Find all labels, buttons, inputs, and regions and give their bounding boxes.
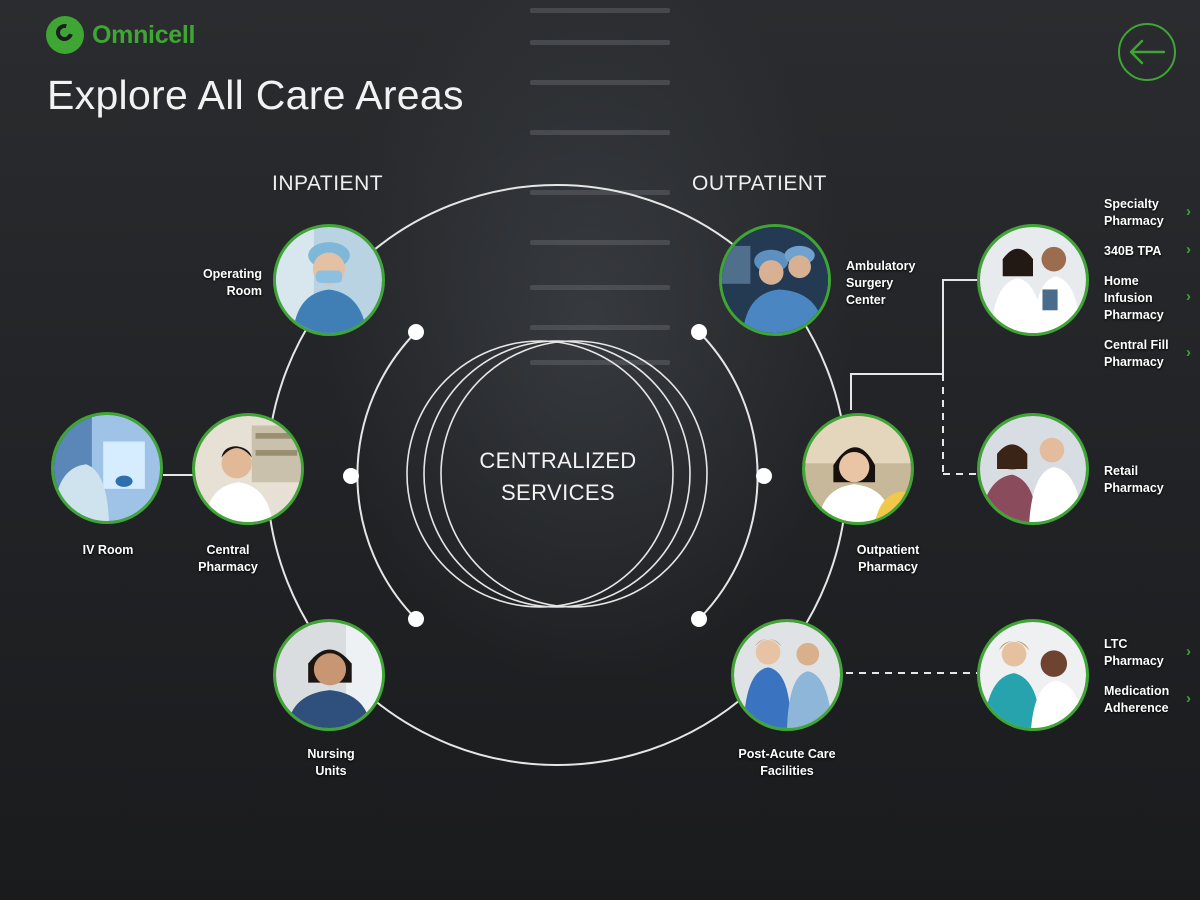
ltc-pharmacy-node[interactable] [977, 619, 1089, 731]
outpatient-pharmacy-node[interactable] [802, 413, 914, 525]
inpatient-heading: INPATIENT [272, 172, 384, 195]
chevron-right-icon: › [1186, 288, 1191, 305]
omnicell-logo: Omnicell [46, 16, 196, 54]
central-pharmacy-node[interactable] [192, 413, 304, 525]
ambulatory-surgery-label: Ambulatory Surgery Center [846, 259, 916, 307]
outpatient-pharmacist-photo [805, 416, 911, 522]
ambulatory-surgery-node[interactable] [719, 224, 831, 336]
nursing-units-label: Nursing Units [307, 747, 355, 778]
iv-room-label: IV Room [82, 543, 134, 557]
central-pharmacy-label: Central Pharmacy [198, 543, 258, 574]
home-infusion-link[interactable]: Home Infusion Pharmacy [1104, 274, 1164, 322]
ltc-care-photo [980, 622, 1086, 728]
nursing-units-node[interactable] [273, 619, 385, 731]
iv-room-photo [54, 415, 160, 521]
nurse-photo [276, 622, 382, 728]
outpatient-pharmacy-label: Outpatient Pharmacy [856, 543, 920, 574]
post-acute-node[interactable] [731, 619, 843, 731]
specialty-pharmacy-node[interactable] [977, 224, 1089, 336]
operating-room-node[interactable] [273, 224, 385, 336]
340b-tpa-link[interactable]: 340B TPA [1104, 244, 1162, 258]
chevron-right-icon: › [1186, 203, 1191, 220]
post-acute-care-photo [734, 622, 840, 728]
chevron-right-icon: › [1186, 690, 1191, 707]
back-button[interactable] [1118, 23, 1176, 81]
pharmacist-photo [195, 416, 301, 522]
center-label-line2: SERVICES [500, 480, 616, 505]
ceiling-lights [520, 0, 680, 420]
ltc-pharmacy-link[interactable]: LTC Pharmacy [1104, 637, 1164, 668]
central-fill-link[interactable]: Central Fill Pharmacy [1104, 338, 1169, 369]
chevron-right-icon: › [1186, 241, 1191, 258]
omnicell-logo-mark [46, 16, 84, 54]
centralized-services-label[interactable]: CENTRALIZED SERVICES [458, 445, 658, 509]
specialty-pharmacists-photo [980, 227, 1086, 333]
surgeon-photo [276, 227, 382, 333]
retail-pharmacy-photo [980, 416, 1086, 522]
center-label-line1: CENTRALIZED [479, 448, 637, 473]
outpatient-heading: OUTPATIENT [692, 172, 827, 195]
chevron-right-icon: › [1186, 344, 1191, 361]
retail-pharmacy-node[interactable] [977, 413, 1089, 525]
specialty-pharmacy-link[interactable]: Specialty Pharmacy [1104, 197, 1164, 228]
page-title: Explore All Care Areas [47, 72, 464, 118]
operating-room-label: Operating Room [202, 267, 262, 298]
post-acute-label: Post-Acute Care Facilities [738, 747, 836, 778]
medication-adherence-link[interactable]: Medication Adherence [1104, 684, 1170, 715]
chevron-right-icon: › [1186, 643, 1191, 660]
retail-pharmacy-label: Retail Pharmacy [1104, 464, 1164, 495]
iv-room-node[interactable] [51, 412, 163, 524]
logo-text: Omnicell [92, 20, 196, 49]
surgery-team-photo [722, 227, 828, 333]
arrow-left-icon [1129, 39, 1166, 65]
